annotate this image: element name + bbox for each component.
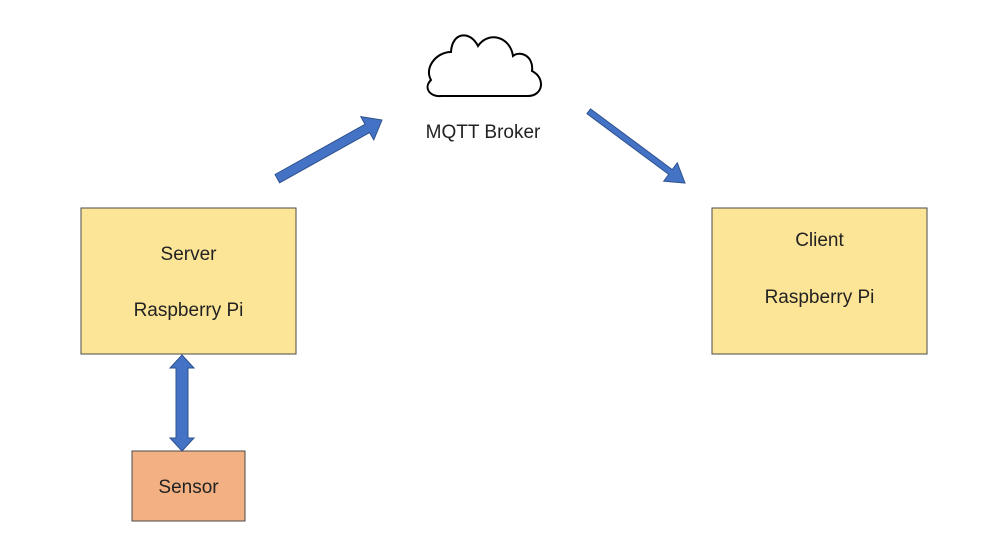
- client-box: [711, 207, 928, 355]
- client-subtitle: Raspberry Pi: [765, 287, 875, 308]
- client-node: Client Raspberry Pi: [711, 207, 928, 355]
- server-node: Server Raspberry Pi: [80, 207, 297, 355]
- server-sensor-double-arrow: [168, 354, 196, 452]
- server-title: Server: [161, 244, 218, 265]
- sensor-label: Sensor: [158, 477, 219, 498]
- cloud-icon: [426, 34, 542, 98]
- server-subtitle: Raspberry Pi: [134, 300, 244, 321]
- broker-node: MQTT Broker: [426, 34, 542, 143]
- sensor-box: [131, 450, 246, 522]
- broker-label: MQTT Broker: [426, 122, 541, 143]
- server-box: [80, 207, 297, 355]
- client-title: Client: [795, 230, 844, 251]
- server-to-broker-arrow: [274, 116, 383, 184]
- sensor-node: Sensor: [131, 450, 246, 522]
- broker-to-client-arrow: [586, 108, 686, 184]
